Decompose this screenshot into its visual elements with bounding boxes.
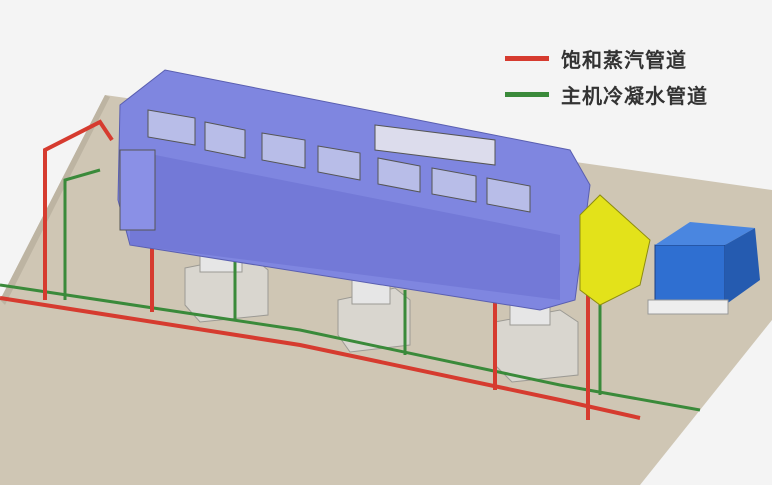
- drive-cone: [579, 194, 651, 306]
- legend: 饱和蒸汽管道 主机冷凝水管道: [505, 40, 708, 112]
- dryer-body: [117, 69, 591, 311]
- gearbox-motor: [647, 222, 760, 315]
- legend-item-steam: 饱和蒸汽管道: [505, 40, 708, 76]
- legend-item-condensate: 主机冷凝水管道: [505, 76, 708, 112]
- green-line-swatch: [505, 91, 549, 97]
- legend-label: 主机冷凝水管道: [561, 83, 708, 108]
- red-line-swatch: [505, 55, 549, 61]
- legend-label: 饱和蒸汽管道: [561, 47, 687, 72]
